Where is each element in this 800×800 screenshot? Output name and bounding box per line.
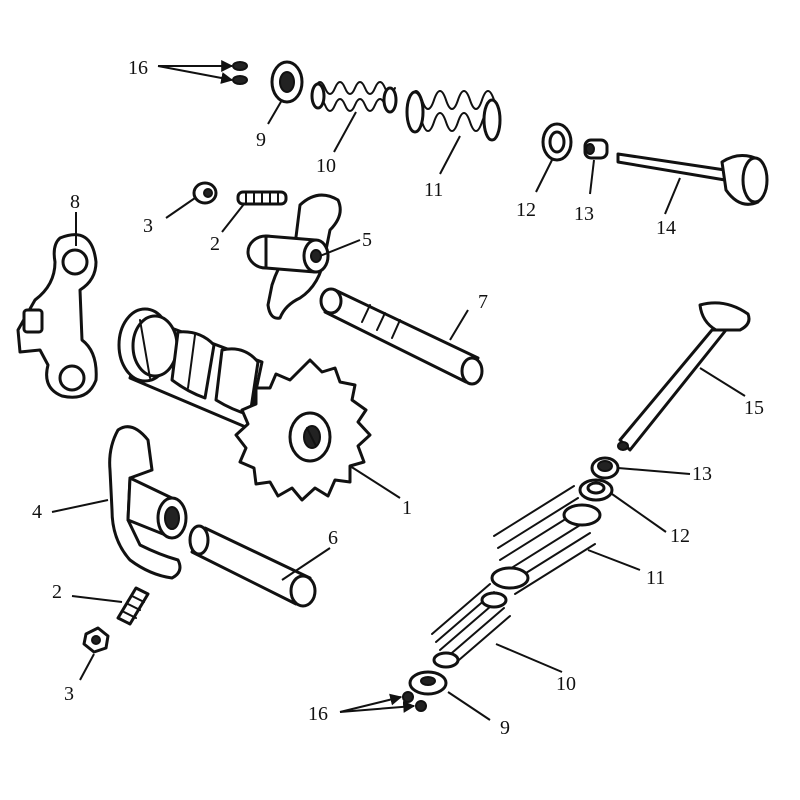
inner-valve-spring-bottom [431, 583, 511, 669]
callout-10-bottom: 10 [556, 673, 576, 695]
spring-retainer-top [270, 60, 304, 104]
callout-7: 7 [478, 291, 488, 313]
callout-12-top: 12 [516, 199, 536, 221]
callout-9-bottom: 9 [500, 717, 510, 739]
outer-valve-spring-bottom [490, 485, 602, 595]
adjuster-nut-bottom [82, 626, 110, 654]
callout-16-bottom: 16 [308, 703, 328, 725]
callout-1: 1 [402, 497, 412, 519]
leader-lines [51, 60, 746, 721]
spring-seat-top [541, 122, 573, 162]
callout-2-bottom: 2 [52, 581, 62, 603]
callout-6: 6 [328, 527, 338, 549]
cam-sprocket [234, 358, 372, 502]
decompressor-lever [16, 233, 98, 399]
valve-keepers-bottom [402, 691, 427, 712]
adjusting-screw-bottom [116, 586, 150, 626]
adjusting-screw-top [236, 190, 288, 206]
callout-15: 15 [744, 397, 764, 419]
callout-numbers: 16 9 10 11 12 13 14 8 3 2 5 7 15 13 1 12… [32, 57, 764, 739]
callout-11-top: 11 [424, 179, 443, 201]
valve-stem-seal-top [583, 138, 609, 160]
rocker-arm-intake [246, 193, 342, 320]
callout-3-bottom: 3 [64, 683, 74, 705]
callout-4: 4 [32, 501, 42, 523]
callout-2-top: 2 [210, 233, 220, 255]
callout-13-top: 13 [574, 203, 594, 225]
callout-8: 8 [70, 191, 80, 213]
rocker-arm-exhaust [108, 425, 188, 580]
valve-stem-seal-bottom [590, 456, 620, 480]
callout-3-top: 3 [143, 215, 153, 237]
outer-valve-spring-top [405, 90, 502, 142]
valve-keepers-top [232, 61, 248, 85]
callout-9-top: 9 [256, 129, 266, 151]
callout-11-bottom: 11 [646, 567, 665, 589]
spring-retainer-bottom [408, 670, 448, 696]
callout-13-right: 13 [692, 463, 712, 485]
adjuster-nut-top [192, 181, 218, 205]
intake-valve [617, 301, 751, 452]
callout-14: 14 [656, 217, 676, 239]
rocker-shaft-lower [188, 524, 317, 608]
callout-10-top: 10 [316, 155, 336, 177]
rocker-shaft-upper [319, 287, 484, 386]
inner-valve-spring-top [310, 81, 398, 114]
callout-12-right: 12 [670, 525, 690, 547]
callout-16-top: 16 [128, 57, 148, 79]
spring-seat-bottom [578, 478, 614, 502]
exhaust-valve [616, 152, 769, 206]
callout-5: 5 [362, 229, 372, 251]
